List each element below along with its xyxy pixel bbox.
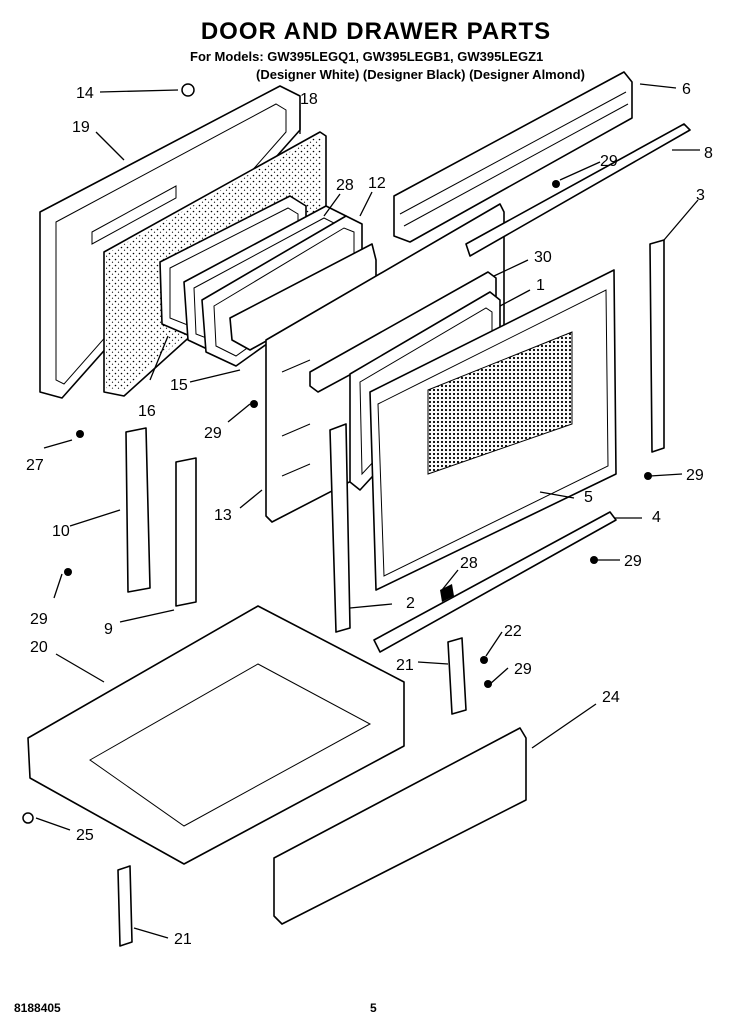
callouts: 14 18 19 6 8 29 28 12 3 30 1 16 15 29 27…	[26, 81, 713, 948]
callout-2: 2	[406, 595, 415, 612]
callout-25: 25	[76, 827, 94, 844]
callout-24: 24	[602, 689, 620, 706]
callout-20: 20	[30, 639, 48, 656]
callout-29: 29	[686, 467, 704, 484]
leader-lines	[35, 83, 700, 939]
callout-28: 28	[336, 177, 354, 194]
callout-13: 13	[214, 507, 232, 524]
page-number: 5	[370, 1001, 377, 1015]
drawer-body	[27, 605, 405, 865]
callout-29: 29	[204, 425, 222, 442]
outer-door-glass	[369, 269, 617, 591]
hinge-cover	[175, 457, 197, 607]
callout-3: 3	[696, 187, 705, 204]
callout-29: 29	[30, 611, 48, 628]
fasteners	[22, 83, 652, 824]
callout-5: 5	[584, 489, 593, 506]
page-title: DOOR AND DRAWER PARTS	[200, 18, 552, 45]
callout-1: 1	[536, 277, 545, 294]
callout-21: 21	[396, 657, 414, 674]
callout-9: 9	[104, 621, 113, 638]
callout-29: 29	[514, 661, 532, 678]
callout-15: 15	[170, 377, 188, 394]
callout-22: 22	[504, 623, 522, 640]
callout-29: 29	[624, 553, 642, 570]
callout-29: 29	[600, 153, 618, 170]
variants-line: (Designer White) (Designer Black) (Desig…	[256, 67, 585, 82]
callout-27: 27	[26, 457, 44, 474]
inner-glass-frames	[159, 195, 377, 367]
callout-16: 16	[138, 403, 156, 420]
door-side-trim-left	[329, 423, 351, 633]
callout-30: 30	[534, 249, 552, 266]
door-side-trim-right	[649, 239, 665, 453]
hinge-bracket	[125, 427, 151, 593]
drawer-front-panel	[273, 727, 527, 925]
callout-28: 28	[460, 555, 478, 572]
callout-4: 4	[652, 509, 661, 526]
callout-8: 8	[704, 145, 713, 162]
control-panel-trim	[393, 71, 633, 243]
callout-6: 6	[682, 81, 691, 98]
callout-14: 14	[76, 85, 94, 102]
callout-19: 19	[72, 119, 90, 136]
callout-10: 10	[52, 523, 70, 540]
door-handle	[465, 123, 691, 257]
drawer-rail	[117, 637, 467, 947]
callout-18: 18	[300, 91, 318, 108]
door-bottom-trim	[373, 511, 617, 653]
callout-21: 21	[174, 931, 192, 948]
callout-12: 12	[368, 175, 386, 192]
document-number: 8188405	[14, 1001, 61, 1015]
models-line: For Models: GW395LEGQ1, GW395LEGB1, GW39…	[190, 49, 544, 64]
